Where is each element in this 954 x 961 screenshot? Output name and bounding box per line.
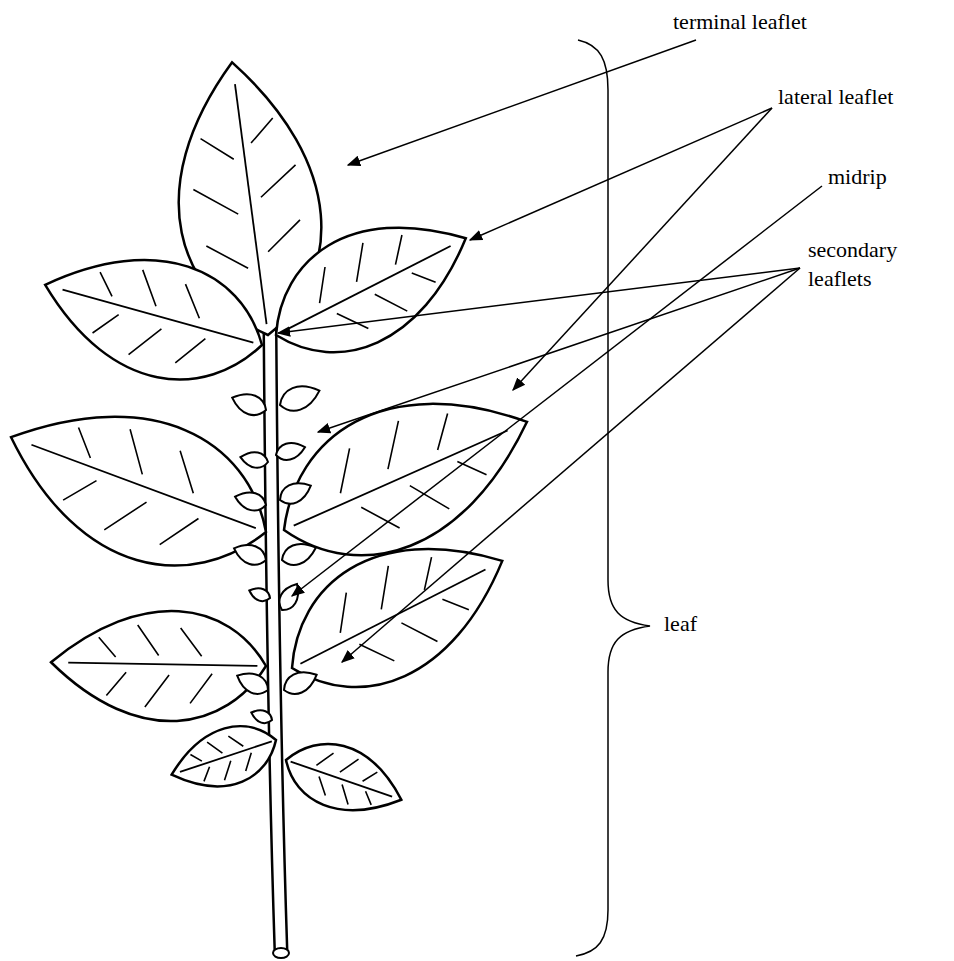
part-label: secondary leaflets <box>808 236 928 293</box>
part-label: lateral leaflet <box>778 83 893 112</box>
part-label: leaf <box>664 610 697 639</box>
part-label: terminal leaflet <box>673 8 807 37</box>
part-label: midrip <box>828 163 887 192</box>
